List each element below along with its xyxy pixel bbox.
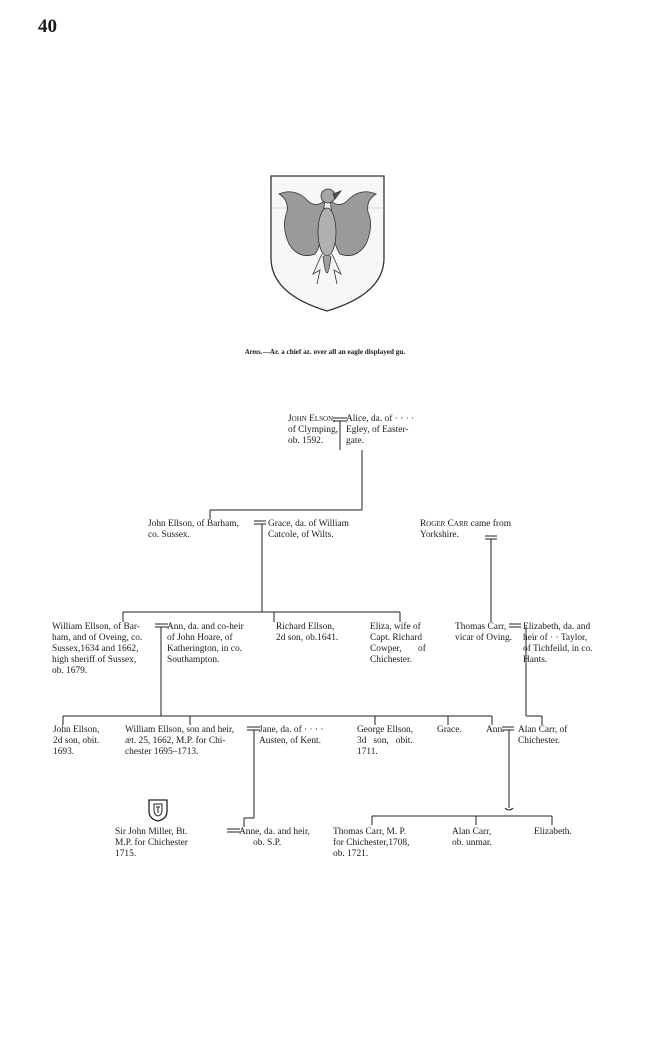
person-ann-hoare: Ann, da. and co-heir of John Hoare, of K… (167, 622, 244, 665)
person-john-ellson-barham: John Ellson, of Barham, co. Sussex. (148, 519, 239, 540)
person-alice: Alice, da. of · · · · Egley, of Easter- … (346, 414, 415, 446)
eagle-icon (278, 188, 377, 285)
coat-of-arms-shield (270, 175, 385, 312)
person-john-ellson-2d: John Ellson, 2d son, obit. 1693. (53, 725, 100, 757)
person-richard-ellson: Richard Ellson, 2d son, ob.1641. (276, 622, 339, 643)
person-thomas-carr-vicar: Thomas Carr, vicar of Oving. (455, 622, 513, 643)
john-elson-detail: of Clymping, ob. 1592. (288, 425, 339, 446)
person-thomas-carr-mp: Thomas Carr, M. P. for Chichester,1708, … (333, 827, 410, 859)
person-elizabeth: Elizabeth. (534, 827, 572, 837)
person-alan-carr-chichester: Alan Carr, of Chichester. (518, 725, 568, 746)
person-george-ellson: George Ellson, 3d son, obit. 1711. (357, 725, 414, 757)
person-john-elson: John Elson, of Clymping, ob. 1592. (288, 414, 338, 447)
john-elson-name: John Elson, (288, 414, 336, 424)
arms-text: —Ar. a chief az. over all an eagle displ… (262, 348, 406, 356)
person-roger-carr: Roger Carr came from Yorkshire. (420, 519, 511, 541)
person-jane-austen: Jane, da. of · · · · Austen, of Kent. (259, 725, 324, 746)
arms-lead: Arms. (244, 348, 263, 356)
arms-caption: Arms.—Ar. a chief az. over all an eagle … (0, 348, 650, 356)
person-eliza-cowper: Eliza, wife of Capt. Richard Cowper, of … (370, 622, 426, 665)
person-alan-carr-unmar: Alan Carr, ob. unmar. (452, 827, 492, 848)
person-william-ellson-heir: William Ellson, son and heir, æt. 25, 16… (125, 725, 235, 757)
person-anne-heir: Anne, da. and heir, ob. S.P. (239, 827, 310, 848)
roger-carr-name: Roger Carr (420, 519, 469, 529)
person-elizabeth-taylor: Elizabeth, da. and heir of · · Taylor, o… (523, 622, 593, 665)
baronet-badge-icon (148, 799, 168, 822)
page-number: 40 (38, 16, 57, 37)
person-grace: Grace. (437, 725, 462, 735)
roger-carr-detail: came from Yorkshire. (420, 519, 511, 540)
person-william-ellson-1679: William Ellson, of Bar- ham, and of Ovei… (52, 622, 143, 676)
person-grace-catcole: Grace, da. of William Catcole, of Wilts. (268, 519, 349, 540)
person-sir-john-miller: Sir John Miller, Bt. M.P. for Chichester… (115, 827, 188, 859)
person-ann: Ann. (486, 725, 505, 735)
